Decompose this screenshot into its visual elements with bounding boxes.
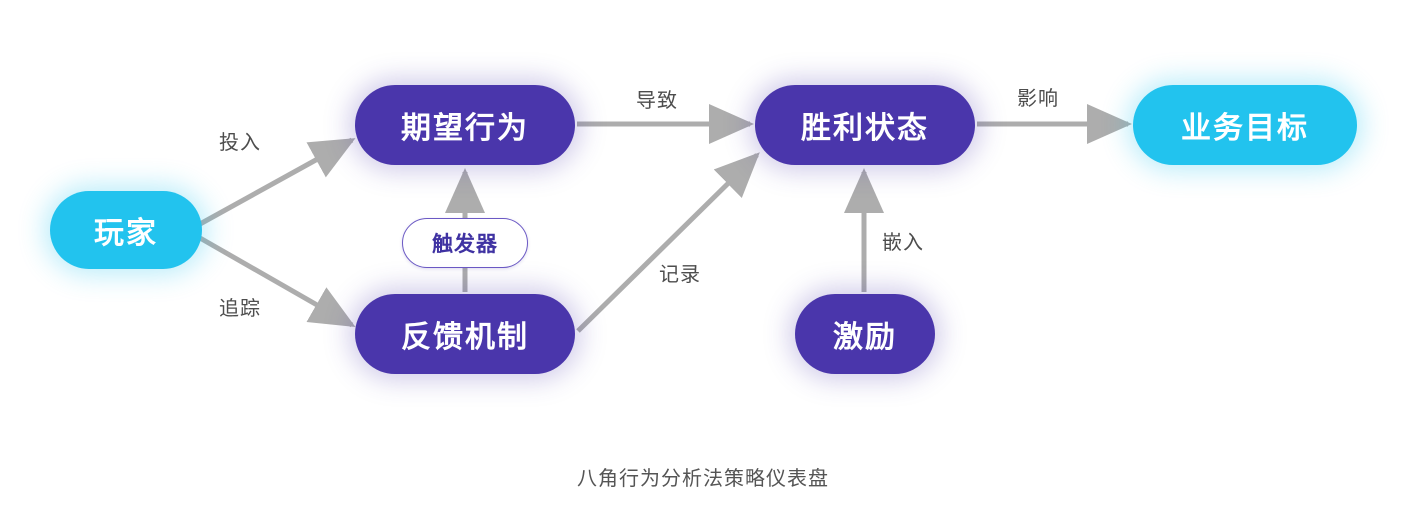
node-victory-state[interactable]: 胜利状态 [755,85,975,165]
diagram-caption: 八角行为分析法策略仪表盘 [577,468,829,490]
edge-label-embeds: 嵌入 [882,232,924,254]
edge-label-track: 追踪 [219,298,261,320]
edge-label-influences: 影响 [1017,88,1059,110]
edge-player-behavior [198,137,356,227]
edge-label-invest: 投入 [219,132,261,154]
edge-player-feedback [198,235,356,328]
node-player[interactable]: 玩家 [50,191,202,269]
node-reward[interactable]: 激励 [795,294,935,374]
node-business-goal[interactable]: 业务目标 [1133,85,1357,165]
edge-feedback-victory [576,152,760,333]
node-desired-behavior[interactable]: 期望行为 [355,85,575,165]
edge-label-leads-to: 导致 [636,90,678,112]
node-trigger[interactable]: 触发器 [402,218,528,268]
edge-label-records: 记录 [659,264,701,286]
node-feedback-mechanism[interactable]: 反馈机制 [355,294,575,374]
